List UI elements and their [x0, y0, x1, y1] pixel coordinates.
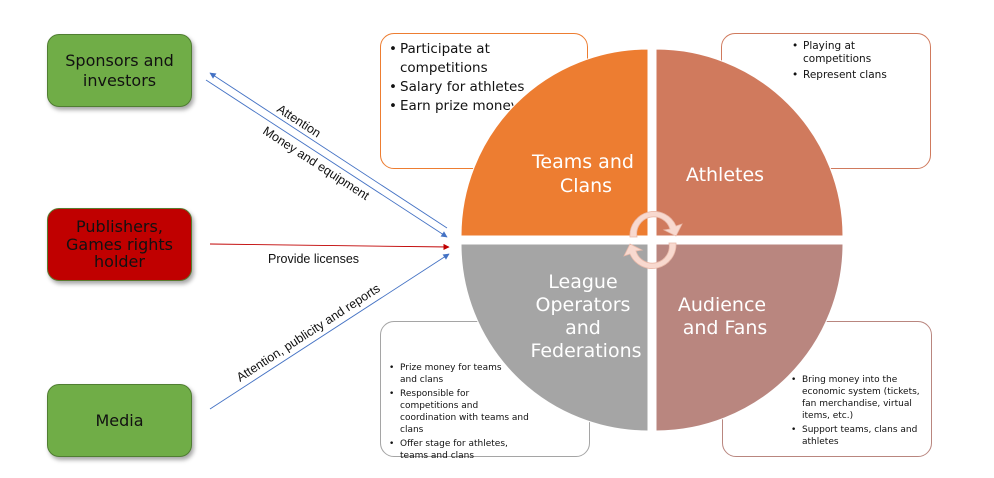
stakeholder-sponsors-line: investors	[82, 70, 157, 90]
stakeholder-publishers: Publishers, Games rights holder	[47, 208, 192, 281]
stakeholder-publishers-line: Games rights	[66, 234, 173, 254]
infobox-teams-item: Earn prize money	[389, 97, 579, 116]
quadrant-audience	[655, 243, 844, 432]
infobox-league-item: Responsible for competitions and coordin…	[389, 388, 530, 436]
stakeholder-sponsors: Sponsors and investors	[47, 34, 192, 107]
infobox-athletes-item: Represent clans	[792, 69, 922, 82]
quadrant-audience-label: Audience and Fans	[678, 294, 772, 339]
infobox-audience-item: Support teams, clans and athletes	[791, 424, 927, 448]
quadrant-teams	[460, 48, 649, 237]
flow-arrow-licenses	[209, 243, 450, 251]
quadrant-league	[460, 243, 649, 432]
cycle-arrow-icon	[623, 211, 683, 269]
stakeholder-media: Media	[47, 384, 192, 457]
flow-label-media: Attention, publicity and reports	[234, 281, 383, 384]
infobox-league-item: Offer stage for athletes, teams and clan…	[389, 438, 510, 462]
quadrant-teams-label: Teams and Clans	[531, 151, 640, 197]
quadrant-league-label: League Operators and Federations	[530, 271, 641, 362]
flow-arrow-media	[209, 253, 450, 410]
stakeholder-publishers-line: holder	[94, 252, 145, 272]
stakeholder-media-line: Media	[95, 410, 144, 430]
infobox-league-item: Prize money for teams and clans	[389, 362, 515, 386]
infobox-athletes-item: Playing at competitions	[792, 40, 883, 66]
stakeholder-sponsors-line: Sponsors and	[65, 51, 174, 71]
quadrant-athletes	[655, 48, 844, 237]
quadrant-athletes-label: Athletes	[686, 164, 764, 186]
infobox-teams-item: Participate at competitions	[389, 40, 510, 78]
infobox-audience-item: Bring money into the economic system (ti…	[791, 374, 927, 422]
infobox-teams-item: Salary for athletes	[389, 78, 579, 97]
flow-label-licenses: Provide licenses	[268, 252, 359, 266]
flow-arrow-attention	[209, 72, 448, 229]
flow-arrow-money	[205, 79, 448, 238]
stakeholder-publishers-line: Publishers,	[76, 216, 163, 236]
